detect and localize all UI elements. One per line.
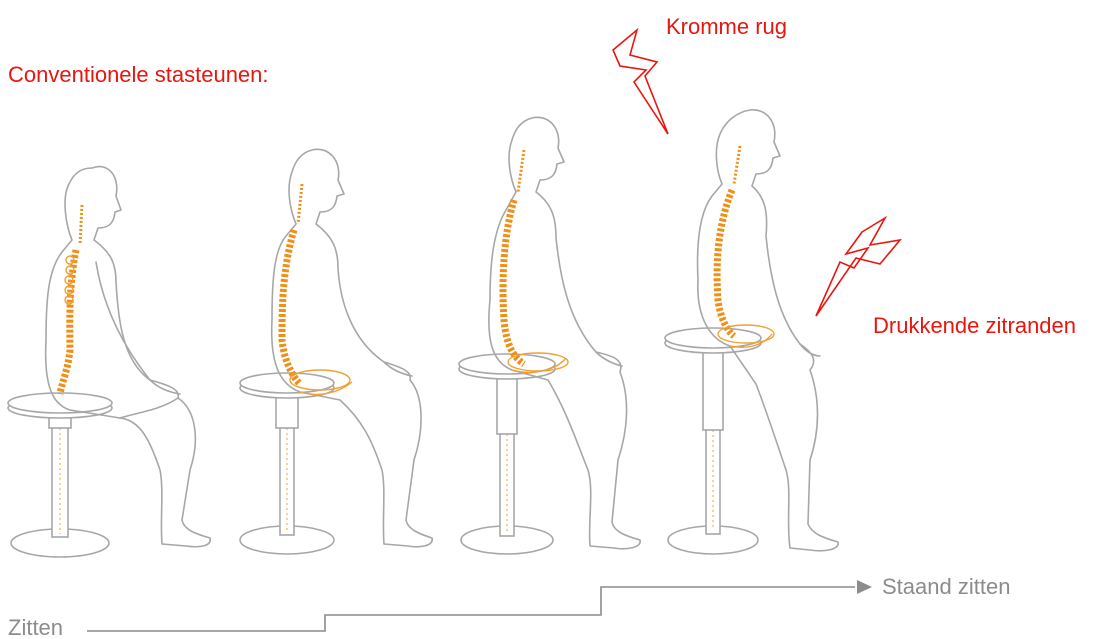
lightning-bolt-icon: [613, 30, 668, 134]
body-outline-2: [272, 149, 432, 546]
figure-standing-sitting: [665, 110, 838, 554]
height-scale-line: [87, 587, 855, 631]
annotation-drukkende-zitranden: Drukkende zitranden: [873, 313, 1076, 339]
figure-perched-low: [240, 149, 432, 554]
scale-start-label: Zitten: [8, 615, 63, 639]
stool-2: [240, 373, 334, 554]
stool-3: [459, 354, 555, 554]
lightning-bolt-icon: [816, 218, 900, 316]
stool-4: [665, 328, 761, 554]
scale-end-label: Staand zitten: [882, 574, 1010, 600]
diagram-title: Conventionele stasteunen:: [8, 62, 269, 88]
figure-perched-mid: [459, 117, 640, 554]
stool-1: [8, 393, 112, 557]
annotation-kromme-rug: Kromme rug: [666, 14, 787, 40]
arrow-right-icon: [857, 580, 872, 594]
figure-sitting: [8, 167, 210, 557]
